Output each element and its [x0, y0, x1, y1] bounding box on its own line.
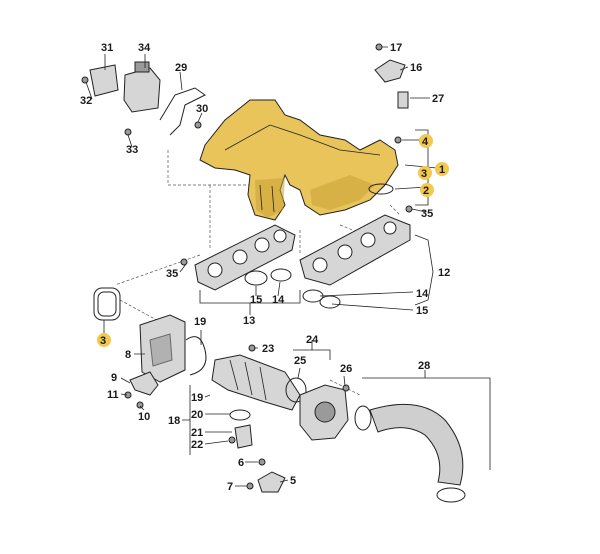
callout-9: 9 [111, 372, 117, 384]
callout-28: 28 [418, 360, 430, 372]
callout-4: 4 [422, 136, 429, 148]
callout-27: 27 [432, 93, 444, 105]
callout-35-left: 35 [166, 268, 178, 280]
valve-housing [124, 314, 207, 409]
intake-manifold [199, 99, 399, 221]
gasket-left [93, 287, 121, 321]
callout-5: 5 [290, 475, 296, 487]
callout-3-lower: 3 [100, 335, 106, 347]
callout-19-upper: 19 [194, 316, 206, 328]
air-hose [354, 403, 466, 503]
callout-33: 33 [126, 144, 138, 156]
callout-17: 17 [390, 42, 402, 54]
callout-20: 20 [191, 409, 203, 421]
callout-15-right: 15 [416, 305, 428, 317]
intake-pipe [211, 344, 301, 493]
callout-25: 25 [294, 355, 306, 367]
callout-1: 1 [439, 164, 445, 176]
callout-6: 6 [238, 457, 244, 469]
callout-19-lower: 19 [191, 392, 203, 404]
callout-23: 23 [262, 343, 274, 355]
callout-18: 18 [168, 415, 180, 427]
callout-21: 21 [191, 427, 203, 439]
callout-2: 2 [423, 185, 429, 197]
callout-labels: 31 34 32 29 30 33 17 16 27 4 1 3 2 35 12… [80, 42, 450, 493]
callout-14-right: 14 [416, 288, 429, 300]
callout-26: 26 [340, 363, 352, 375]
callout-13: 13 [243, 315, 255, 327]
highlight-markers [97, 134, 449, 347]
callout-35-right: 35 [421, 208, 433, 220]
callout-24: 24 [306, 334, 319, 346]
callout-15-left: 15 [250, 294, 262, 306]
callout-34: 34 [138, 42, 151, 54]
runner-flange-right [299, 214, 411, 309]
sensor-module [81, 61, 206, 136]
callout-12: 12 [438, 267, 450, 279]
callout-29: 29 [175, 62, 187, 74]
callout-14-left: 14 [272, 294, 285, 306]
callout-16: 16 [410, 62, 422, 74]
runner-flange-left [180, 224, 296, 291]
callout-30: 30 [196, 103, 208, 115]
callout-8: 8 [125, 349, 131, 361]
callout-3-upper: 3 [421, 168, 427, 180]
callout-7: 7 [227, 481, 233, 493]
leader-lines [85, 46, 438, 487]
callout-32: 32 [80, 95, 92, 107]
callout-10: 10 [138, 411, 150, 423]
throttle-body [285, 377, 350, 441]
callout-22: 22 [191, 439, 203, 451]
group-brackets [182, 129, 491, 470]
callout-31: 31 [101, 42, 113, 54]
callout-11: 11 [107, 389, 119, 401]
